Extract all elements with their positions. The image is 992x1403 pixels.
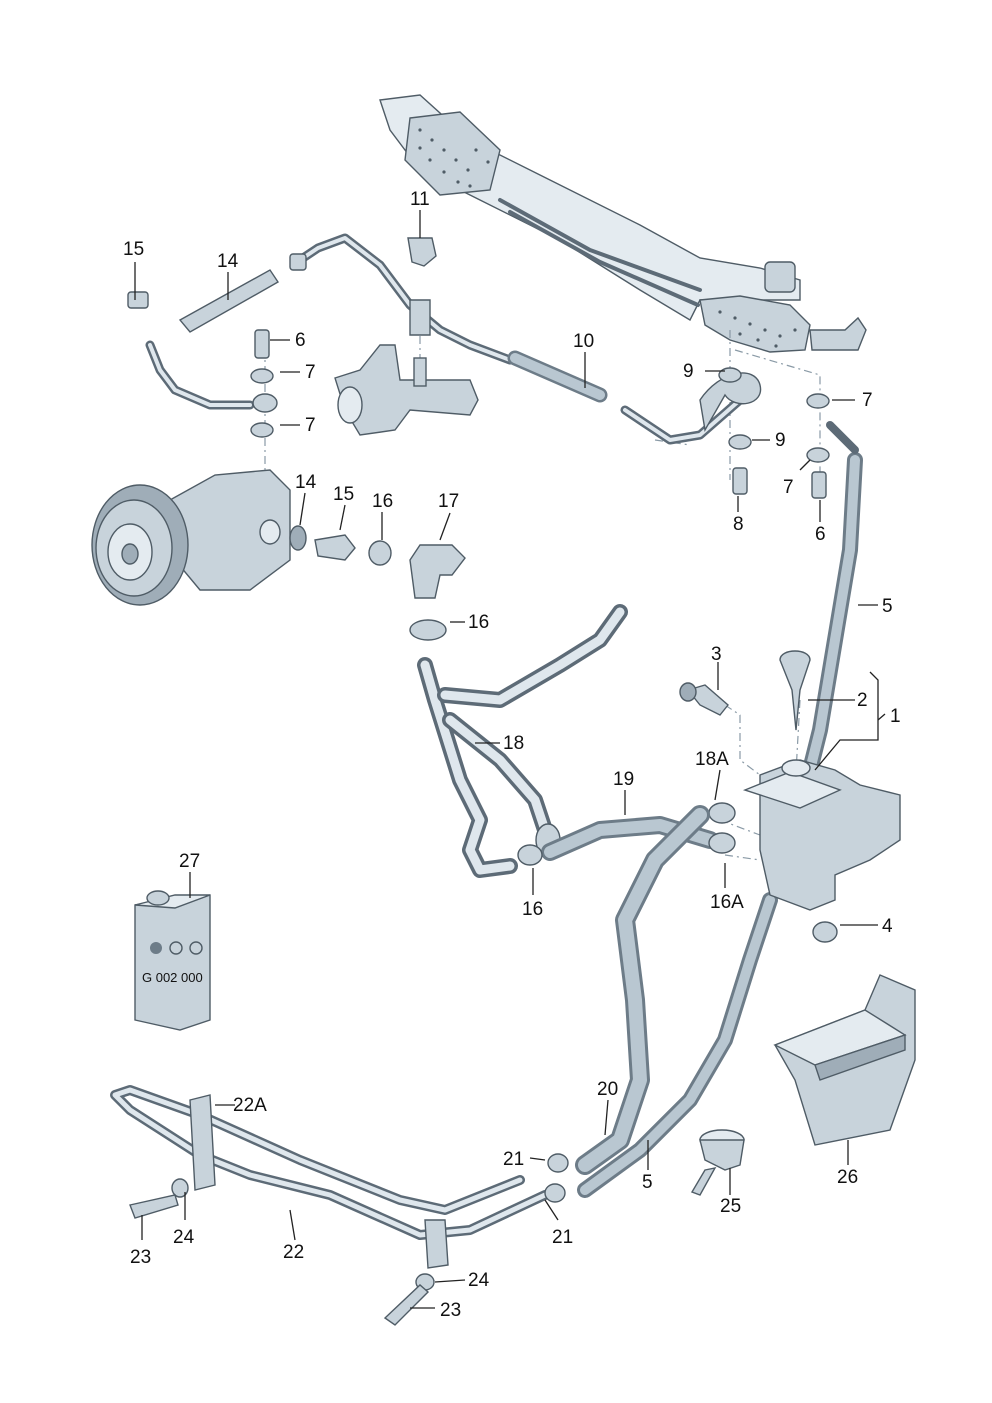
label-26: 26 xyxy=(837,1167,858,1188)
part-labels: 15 14 11 6 7 7 10 9 9 7 7 8 6 14 15 16 1… xyxy=(123,189,901,1321)
label-7: 7 xyxy=(305,362,316,383)
pump-fittings xyxy=(289,525,466,641)
label-5: 5 xyxy=(642,1172,653,1193)
label-15: 15 xyxy=(333,484,354,505)
reservoir-tray xyxy=(773,974,916,1146)
label-16: 16 xyxy=(468,612,489,633)
label-10: 10 xyxy=(573,331,594,352)
label-24: 24 xyxy=(173,1227,195,1248)
label-4: 4 xyxy=(882,916,893,937)
label-16: 16 xyxy=(372,491,393,512)
steering-rack xyxy=(379,94,867,353)
label-23: 23 xyxy=(440,1300,461,1321)
fluid-reservoir xyxy=(679,650,901,943)
label-17: 17 xyxy=(438,491,459,512)
label-16: 16 xyxy=(522,899,543,920)
label-19: 19 xyxy=(613,769,634,790)
label-24: 24 xyxy=(468,1270,490,1291)
label-21: 21 xyxy=(552,1227,573,1248)
supply-hoses xyxy=(575,421,863,1198)
label-21: 21 xyxy=(503,1149,524,1170)
label-14: 14 xyxy=(217,251,239,272)
label-7: 7 xyxy=(305,415,316,436)
label-16a: 16A xyxy=(710,892,744,913)
label-27: 27 xyxy=(179,851,200,872)
hose-clamp xyxy=(690,1129,745,1196)
label-22a: 22A xyxy=(233,1095,267,1116)
label-15: 15 xyxy=(123,239,144,260)
label-22: 22 xyxy=(283,1242,304,1263)
label-1: 1 xyxy=(890,706,901,727)
label-3: 3 xyxy=(711,644,722,665)
can-part-number: G 002 000 xyxy=(142,970,203,985)
return-pipe-assembly xyxy=(417,604,628,878)
label-8: 8 xyxy=(733,514,744,535)
label-11: 11 xyxy=(410,189,430,210)
leader-lines xyxy=(134,210,886,1309)
label-7: 7 xyxy=(862,390,873,411)
label-23: 23 xyxy=(130,1247,151,1268)
label-14: 14 xyxy=(295,472,317,493)
power-steering-pump xyxy=(91,469,291,606)
pressure-line xyxy=(145,233,762,445)
cooling-loop xyxy=(110,1085,569,1326)
label-20: 20 xyxy=(597,1079,618,1100)
label-9: 9 xyxy=(775,430,786,451)
label-7: 7 xyxy=(783,477,794,498)
label-9: 9 xyxy=(683,361,694,382)
label-2: 2 xyxy=(857,690,868,711)
label-6: 6 xyxy=(815,524,826,545)
label-6: 6 xyxy=(295,330,306,351)
label-25: 25 xyxy=(720,1196,741,1217)
oil-can xyxy=(134,890,211,1031)
label-18a: 18A xyxy=(695,749,729,770)
label-18: 18 xyxy=(503,733,524,754)
pump-bracket xyxy=(334,237,479,436)
label-5: 5 xyxy=(882,596,893,617)
